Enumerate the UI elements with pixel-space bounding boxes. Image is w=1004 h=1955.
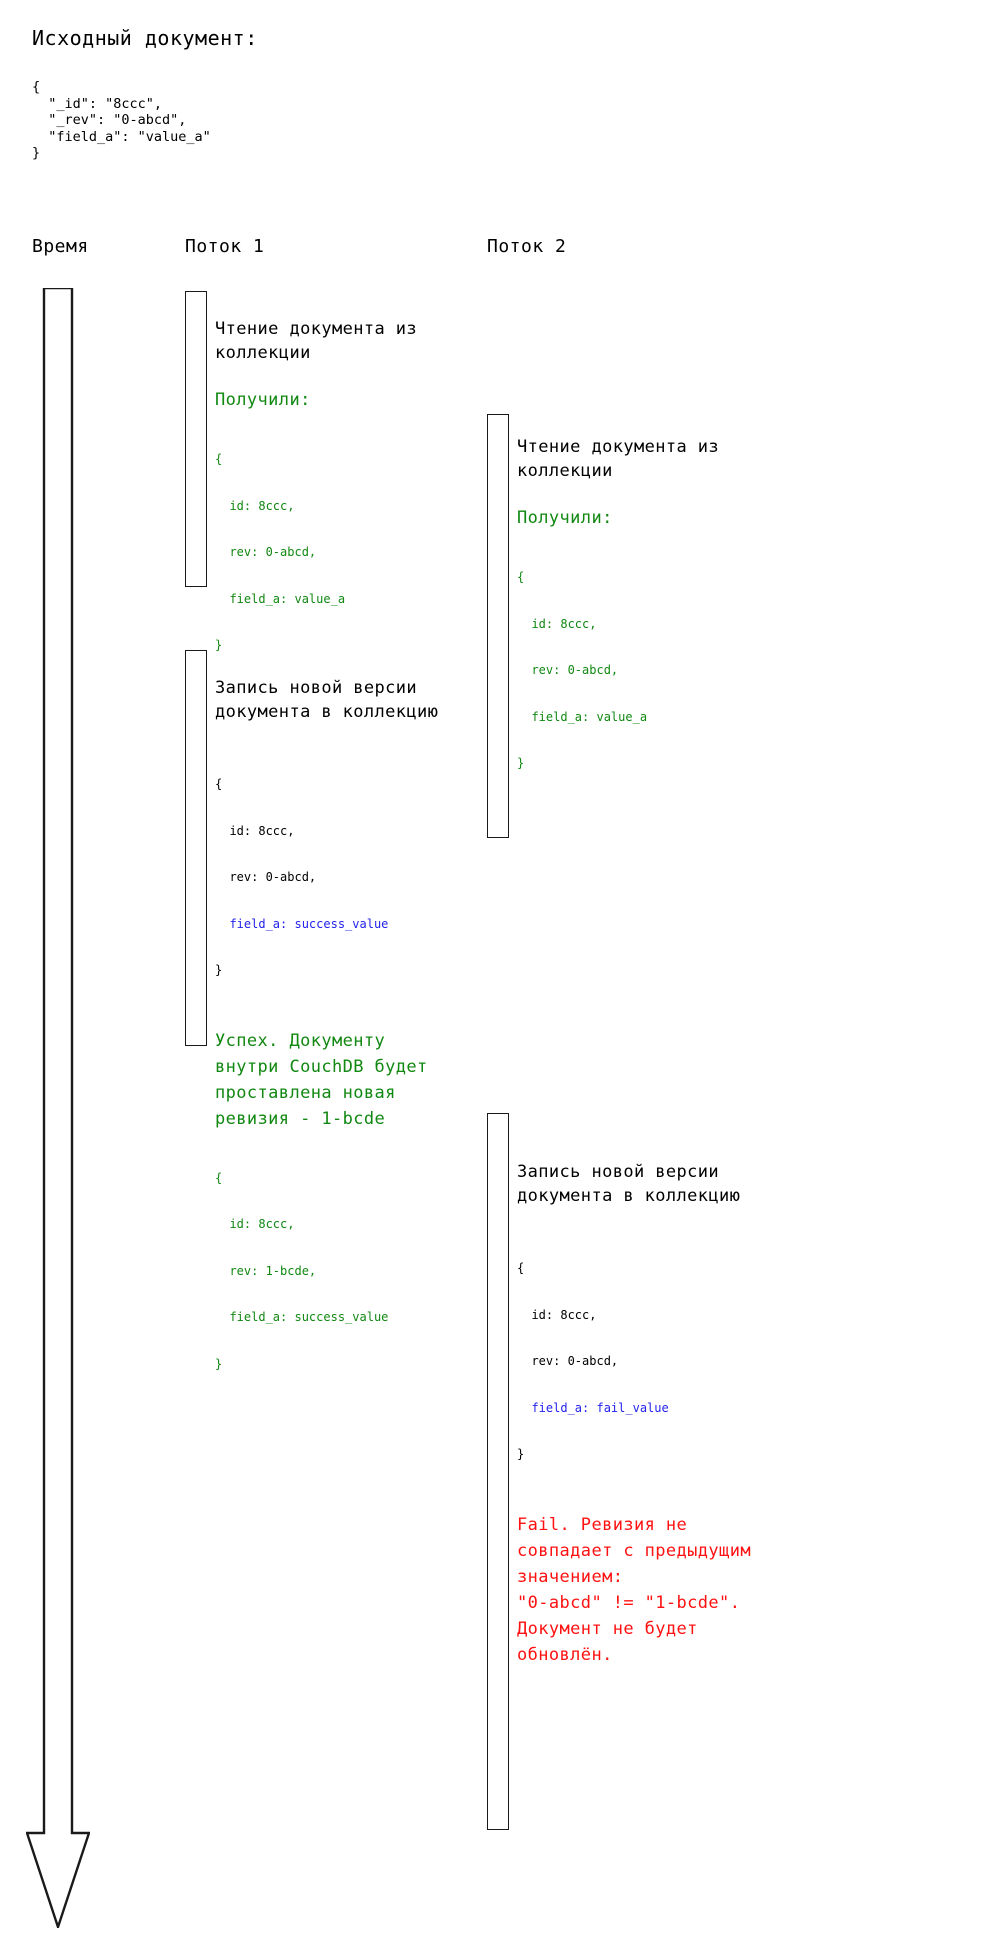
thread-1-step-2-title: Запись новой версии документа в коллекци…: [215, 678, 439, 722]
code-line: {: [517, 1261, 525, 1275]
code-line: }: [517, 756, 525, 770]
code-line: id: 8ccc,: [517, 1307, 597, 1322]
thread-1-step-1: Чтение документа из коллекции Получили: …: [215, 317, 545, 685]
thread-1-step-1-code: { id: 8ccc, rev: 0-abcd, field_a: value_…: [215, 421, 545, 685]
code-line: field_a: value_a: [517, 709, 648, 724]
thread-1-step-1-title: Чтение документа из коллекции: [215, 319, 418, 363]
column-header-thread-2: Поток 2: [487, 236, 567, 257]
code-line: {: [215, 1170, 223, 1185]
code-line: }: [215, 963, 223, 977]
thread-1-step-2-request-code: { id: 8ccc, rev: 0-abcd, field_a: succes…: [215, 746, 545, 1010]
column-header-thread-1: Поток 1: [185, 236, 265, 257]
code-line: id: 8ccc,: [215, 1217, 295, 1231]
thread-2-step-1: Чтение документа из коллекции Получили: …: [517, 435, 847, 803]
code-line: rev: 0-abcd,: [215, 545, 317, 559]
column-header-time: Время: [32, 236, 89, 257]
code-line: field_a: value_a: [215, 591, 346, 606]
thread-2-step-2-title: Запись новой версии документа в коллекци…: [517, 1162, 741, 1206]
code-line: id: 8ccc,: [215, 823, 295, 838]
thread-2-step-1-code: { id: 8ccc, rev: 0-abcd, field_a: value_…: [517, 539, 847, 803]
code-line: {: [215, 452, 223, 466]
thread-1-step-2: Запись новой версии документа в коллекци…: [215, 676, 545, 1403]
code-line: rev: 0-abcd,: [215, 870, 317, 884]
thread-1-activation-bar-2: [185, 650, 207, 1046]
code-line: rev: 0-abcd,: [517, 663, 619, 677]
thread-2-step-2: Запись новой версии документа в коллекци…: [517, 1160, 847, 1668]
code-line: id: 8ccc,: [215, 498, 295, 513]
thread-1-step-2-success-note: Успех. Документу внутри CouchDB будет пр…: [215, 1030, 428, 1129]
code-line: rev: 1-bcde,: [215, 1263, 317, 1278]
code-line-highlighted: field_a: fail_value: [517, 1400, 669, 1415]
thread-2-activation-bar-2: [487, 1113, 509, 1830]
page-title: Исходный документ:: [32, 26, 258, 50]
code-line: }: [517, 1447, 525, 1461]
code-line: field_a: success_value: [215, 1310, 389, 1324]
source-document-code: { "_id": "8ccc", "_rev": "0-abcd", "fiel…: [32, 79, 211, 161]
code-line: }: [215, 638, 223, 652]
thread-2-step-1-note: Получили:: [517, 508, 613, 528]
thread-2-step-2-request-code: { id: 8ccc, rev: 0-abcd, field_a: fail_v…: [517, 1230, 847, 1494]
time-arrow-icon: [26, 288, 90, 1928]
code-line: }: [215, 1356, 223, 1371]
thread-1-activation-bar-1: [185, 291, 207, 587]
code-line: {: [517, 570, 525, 584]
code-line: rev: 0-abcd,: [517, 1354, 619, 1368]
thread-2-step-2-error-note: Fail. Ревизия не совпадает с предыдущим …: [517, 1514, 751, 1665]
thread-2-step-1-title: Чтение документа из коллекции: [517, 437, 720, 481]
thread-1-step-2-result-code: { id: 8ccc, rev: 1-bcde, field_a: succes…: [215, 1140, 545, 1404]
code-line: {: [215, 777, 223, 791]
code-line: id: 8ccc,: [517, 616, 597, 631]
code-line-highlighted: field_a: success_value: [215, 916, 389, 931]
thread-2-activation-bar-1: [487, 414, 509, 838]
thread-1-step-1-note: Получили:: [215, 390, 311, 410]
